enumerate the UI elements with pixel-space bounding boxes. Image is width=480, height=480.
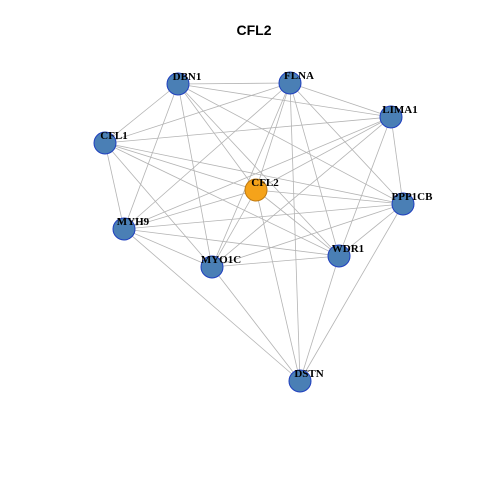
node-label-dstn: DSTN	[294, 368, 323, 380]
edge-cfl2-cfl1	[104, 142, 257, 191]
edge-layer	[104, 82, 404, 382]
edge-lima1-myo1c	[211, 116, 392, 268]
node-cfl2	[244, 178, 268, 202]
node-myh9	[112, 217, 136, 241]
node-layer	[93, 71, 415, 393]
edge-flna-ppp1cb	[289, 82, 404, 205]
edge-dbn1-cfl1	[104, 83, 179, 144]
edge-ppp1cb-dstn	[299, 203, 404, 382]
node-label-ppp1cb: PPP1CB	[392, 191, 434, 203]
node-ppp1cb	[391, 192, 415, 216]
edge-myo1c-dstn	[211, 266, 301, 382]
edge-lima1-myh9	[123, 116, 392, 230]
node-label-wdr1: WDR1	[332, 243, 364, 255]
edge-myh9-dstn	[123, 228, 301, 382]
edge-flna-myo1c	[211, 82, 291, 268]
edge-ppp1cb-myo1c	[211, 203, 404, 268]
edge-flna-dstn	[289, 82, 301, 382]
edge-dbn1-myo1c	[177, 83, 213, 268]
edge-cfl2-myo1c	[211, 189, 257, 268]
edge-dbn1-ppp1cb	[177, 83, 404, 205]
node-myo1c	[200, 255, 224, 279]
edge-lima1-cfl1	[104, 116, 392, 144]
edge-cfl2-wdr1	[255, 189, 340, 257]
edge-dbn1-myh9	[123, 83, 179, 230]
node-dstn	[288, 369, 312, 393]
edge-flna-lima1	[289, 82, 392, 118]
edge-lima1-ppp1cb	[390, 116, 404, 205]
node-label-myo1c: MYO1C	[201, 254, 241, 266]
edge-flna-cfl1	[104, 82, 291, 144]
edge-flna-myh9	[123, 82, 291, 230]
node-label-dbn1: DBN1	[173, 71, 202, 83]
edge-flna-wdr1	[289, 82, 340, 257]
edge-cfl2-myh9	[123, 189, 257, 230]
node-dbn1	[166, 72, 190, 96]
node-label-flna: FLNA	[284, 70, 314, 82]
node-label-cfl1: CFL1	[100, 130, 128, 142]
edge-myh9-myo1c	[123, 228, 213, 268]
node-label-lima1: LIMA1	[382, 104, 417, 116]
node-label-myh9: MYH9	[117, 216, 150, 228]
edge-cfl2-dstn	[255, 189, 301, 382]
edge-dbn1-flna	[177, 82, 291, 85]
edge-wdr1-myo1c	[211, 255, 340, 268]
node-label-cfl2: CFL2	[251, 177, 279, 189]
edge-cfl2-lima1	[255, 116, 392, 191]
edge-cfl1-myh9	[104, 142, 125, 230]
edge-ppp1cb-myh9	[123, 203, 404, 230]
diagram-title: CFL2	[237, 22, 272, 38]
edge-cfl2-ppp1cb	[255, 189, 404, 205]
node-lima1	[379, 105, 403, 129]
edge-ppp1cb-wdr1	[338, 203, 404, 257]
edge-cfl1-wdr1	[104, 142, 340, 257]
edge-cfl2-dbn1	[177, 83, 257, 191]
edge-lima1-wdr1	[338, 116, 392, 257]
edge-dbn1-lima1	[177, 83, 392, 118]
edge-cfl1-myo1c	[104, 142, 213, 268]
edge-wdr1-dstn	[299, 255, 340, 382]
edge-myh9-wdr1	[123, 228, 340, 257]
node-flna	[278, 71, 302, 95]
edge-dbn1-wdr1	[177, 83, 340, 257]
node-wdr1	[327, 244, 351, 268]
node-cfl1	[93, 131, 117, 155]
edge-cfl1-ppp1cb	[104, 142, 404, 205]
